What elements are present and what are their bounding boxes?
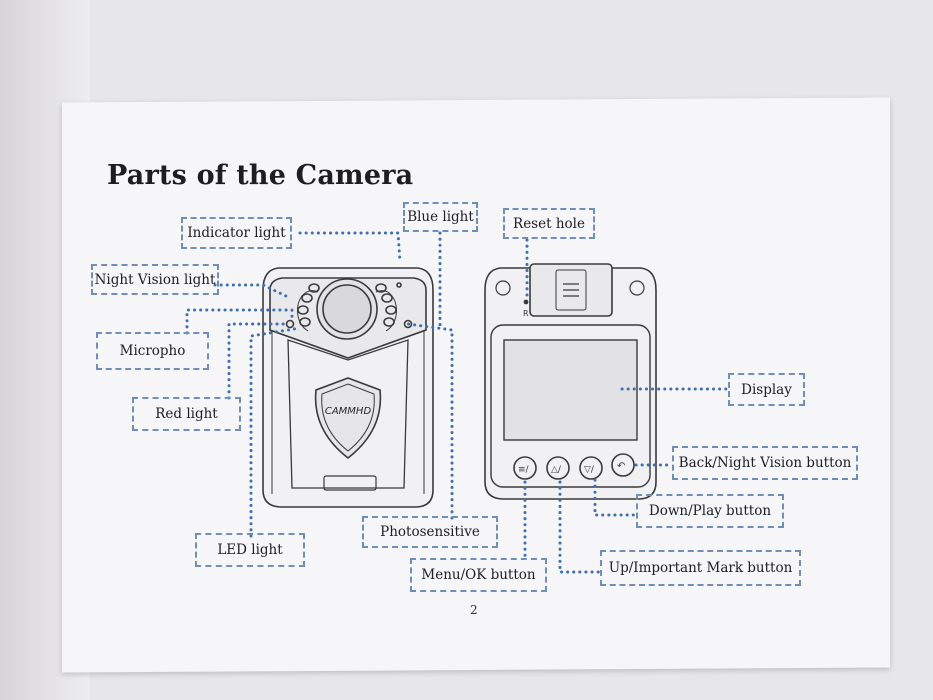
label-night-vision-light: Night Vision light [91, 264, 219, 295]
label-blue-light: Blue light [403, 202, 478, 232]
label-photosensitive: Photosensitive [362, 516, 498, 548]
svg-text:△/: △/ [551, 465, 562, 475]
svg-text:≡/: ≡/ [518, 465, 530, 475]
svg-text:↶: ↶ [617, 461, 625, 472]
label-menu-ok-button: Menu/OK button [410, 558, 547, 592]
page-number: 2 [470, 603, 478, 617]
svg-text:R: R [523, 309, 529, 318]
label-up-important-mark-button: Up/Important Mark button [600, 550, 801, 586]
leader-lines [185, 231, 732, 574]
label-reset-hole: Reset hole [503, 208, 595, 239]
label-display: Display [728, 373, 805, 406]
label-red-light: Red light [132, 397, 241, 431]
brand-logo: CAMMHD [325, 406, 372, 417]
label-micropho: Micropho [96, 332, 209, 370]
svg-text:▽/: ▽/ [584, 465, 595, 475]
label-down-play-button: Down/Play button [636, 494, 784, 528]
label-indicator-light: Indicator light [181, 217, 292, 249]
camera-back: ≡/ △/ ▽/ ↶ R [484, 263, 657, 500]
page-title: Parts of the Camera [107, 160, 414, 191]
camera-front [262, 267, 434, 508]
label-back-night-vision-button: Back/Night Vision button [672, 446, 858, 480]
label-led-light: LED light [195, 533, 305, 567]
